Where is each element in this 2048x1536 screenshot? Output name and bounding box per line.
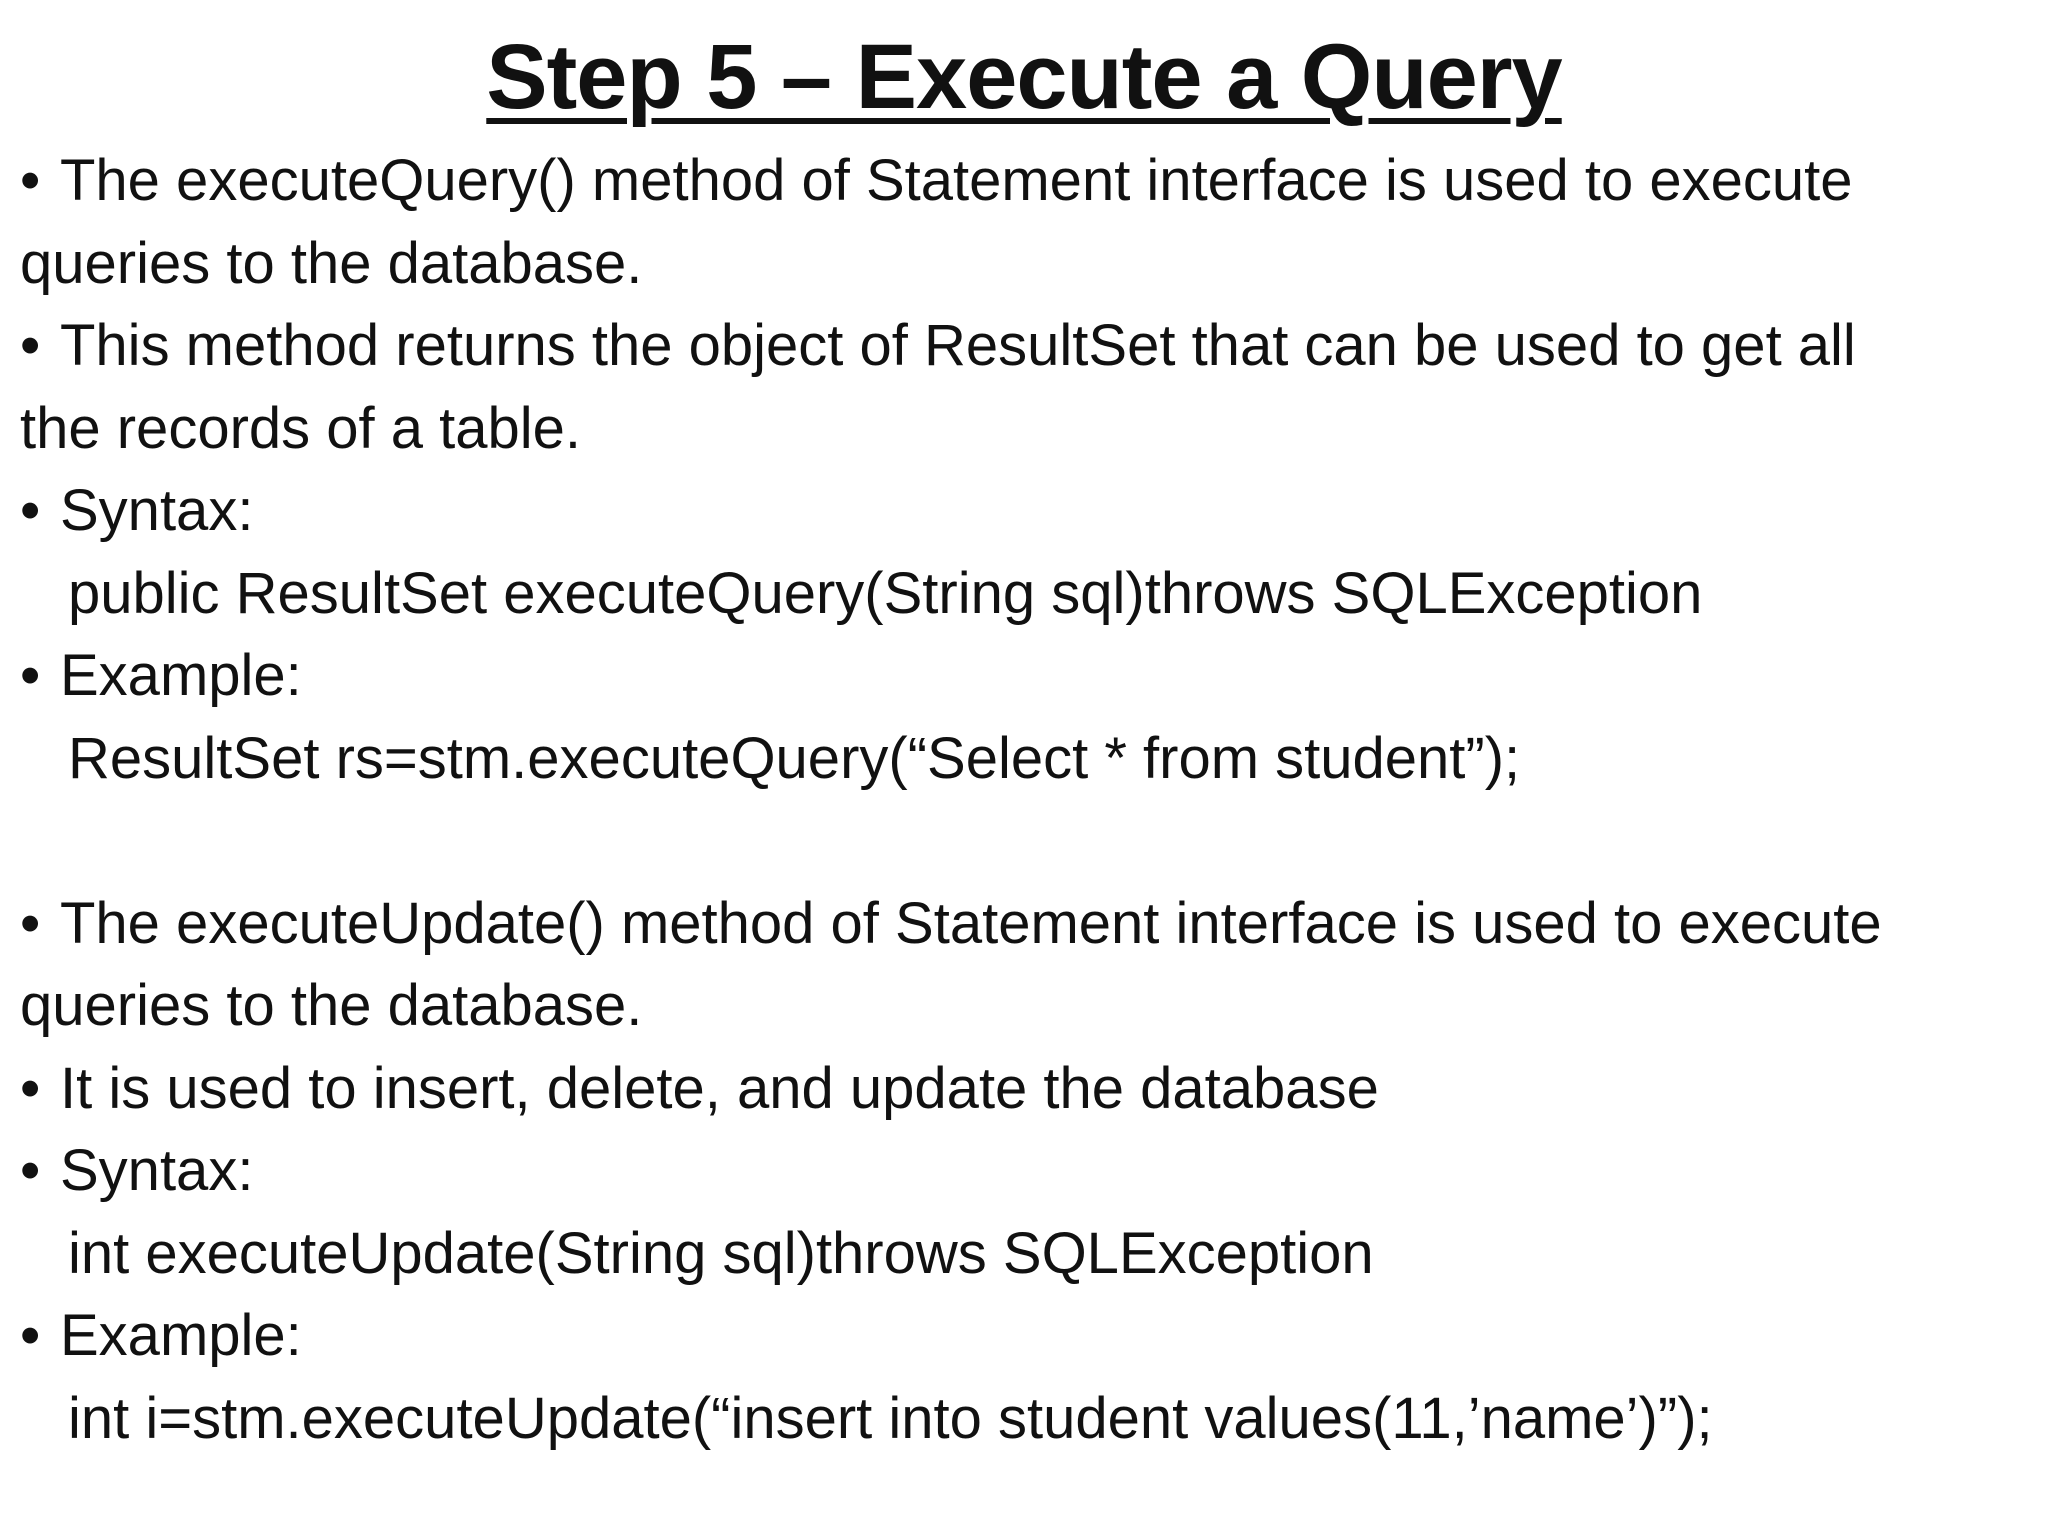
example-code-executeupdate: int i=stm.executeUpdate(“insert into stu… [68,1385,1713,1451]
slide-title-text: Step 5 – Execute a Query [486,26,1562,128]
bullet-icon: • [20,1055,41,1121]
bullet-icon: • [20,890,41,956]
bullet-text: Syntax: [60,1138,254,1203]
section-spacer [20,800,2030,883]
bullet-example-label: • Example: [20,1295,2030,1378]
bullet-text: Example: [60,1303,302,1368]
bullet-example-label: • Example: [20,635,2030,718]
bullet-resultset-description: • This method returns the object of Resu… [20,305,2030,388]
bullet-icon: • [20,148,41,213]
bullet-text: The executeUpdate() method of Statement … [60,890,1882,956]
bullet-executeupdate-usage: • It is used to insert, delete, and upda… [20,1048,2030,1131]
bullet-icon: • [20,478,41,543]
bullet-text: The executeQuery() method of Statement i… [60,148,1853,213]
bullet-executequery-description: • The executeQuery() method of Statement… [20,140,2030,223]
bullet-text-continuation: the records of a table. [20,395,581,461]
slide-title: Step 5 – Execute a Query [0,22,2048,132]
bullet-text: Example: [60,643,302,708]
bullet-icon: • [20,1138,41,1203]
bullet-text: It is used to insert, delete, and update… [60,1055,1379,1121]
bullet-syntax-label: • Syntax: [20,470,2030,553]
bullet-icon: • [20,643,41,708]
syntax-code-executeupdate: int executeUpdate(String sql)throws SQLE… [68,1220,1374,1286]
bullet-text: This method returns the object of Result… [60,313,1856,378]
syntax-code-executequery: public ResultSet executeQuery(String sql… [68,560,1703,626]
bullet-icon: • [20,1303,41,1368]
slide-body: • The executeQuery() method of Statement… [20,140,2030,1460]
bullet-syntax-label: • Syntax: [20,1130,2030,1213]
example-code-executequery: ResultSet rs=stm.executeQuery(“Select * … [68,725,1521,791]
bullet-text-continuation: queries to the database. [20,230,643,296]
bullet-icon: • [20,313,41,378]
bullet-executeupdate-description: • The executeUpdate() method of Statemen… [20,883,2030,966]
bullet-text: Syntax: [60,478,254,543]
bullet-text-continuation: queries to the database. [20,973,643,1038]
